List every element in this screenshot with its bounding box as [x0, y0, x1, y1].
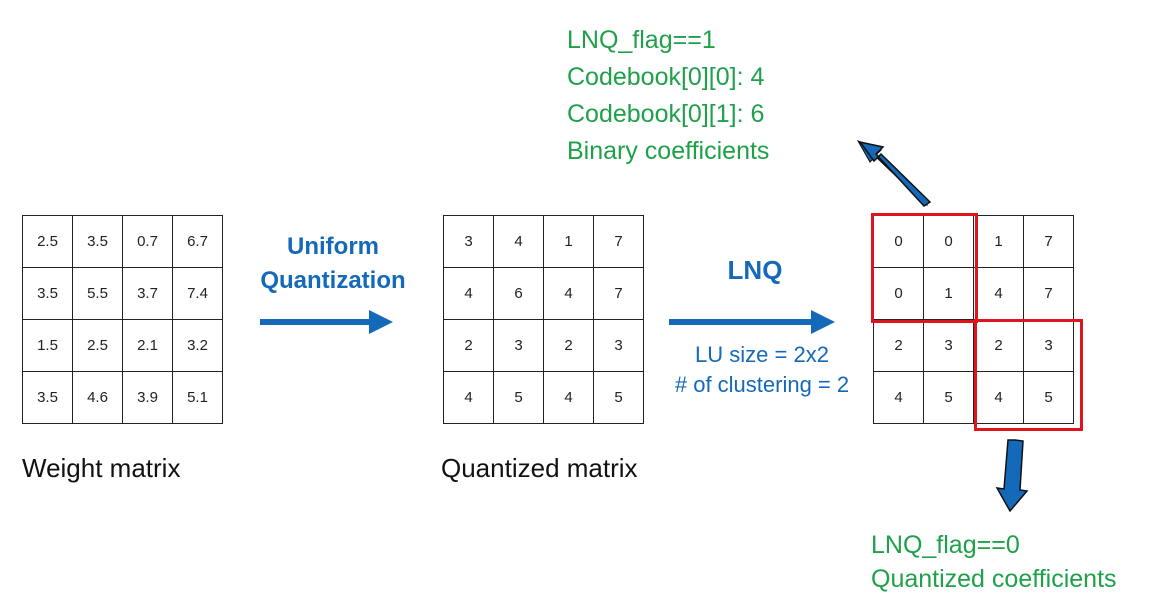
matrix-cell: 2 [873, 319, 924, 372]
lu-block-bottom-right [974, 319, 1083, 431]
bottom-annotation-line: Quantized coefficients [871, 565, 1117, 593]
quantized-matrix-caption: Quantized matrix [441, 453, 638, 483]
top-annotation-line: Codebook[0][0]: 4 [567, 63, 765, 91]
weight-matrix-caption: Weight matrix [22, 453, 181, 483]
matrix-cell: 3.9 [122, 371, 173, 424]
lu-size-text: LU size = 2x2 [695, 342, 829, 367]
top-annotation-line: Codebook[0][1]: 6 [567, 100, 765, 128]
matrix-cell: 3.5 [72, 215, 123, 268]
matrix-cell: 1 [973, 215, 1024, 268]
top-annotation-line: Binary coefficients [567, 137, 770, 165]
matrix-cell: 4 [873, 371, 924, 424]
matrix-cell: 7 [1023, 215, 1074, 268]
matrix-cell: 1.5 [22, 319, 73, 372]
matrix-cell: 5 [593, 371, 644, 424]
uniform-quantization-line2: Quantization [260, 267, 406, 294]
matrix-cell: 3.7 [122, 267, 173, 320]
top-annotation-arrow [856, 140, 932, 207]
top-annotation: LNQ_flag==1 Codebook[0][0]: 4 Codebook[0… [567, 22, 769, 170]
lnq-detail: LU size = 2x2 # of clustering = 2 [652, 340, 872, 400]
matrix-cell: 3 [443, 215, 494, 268]
bottom-annotation: LNQ_flag==0 Quantized coefficients [871, 528, 1117, 596]
top-annotation-line: LNQ_flag==1 [567, 26, 716, 54]
matrix-cell: 5.1 [172, 371, 223, 424]
matrix-cell: 3.2 [172, 319, 223, 372]
matrix-cell: 5 [493, 371, 544, 424]
matrix-cell: 7 [1023, 267, 1074, 320]
clustering-text: # of clustering = 2 [674, 372, 850, 397]
matrix-cell: 0 [873, 267, 924, 320]
matrix-cell: 5 [1023, 371, 1074, 424]
matrix-cell: 4 [493, 215, 544, 268]
uniform-quantization-line1: Uniform [287, 233, 379, 260]
matrix-cell: 6.7 [172, 215, 223, 268]
bottom-annotation-arrow [995, 439, 1029, 513]
bottom-annotation-line: LNQ_flag==0 [871, 531, 1020, 559]
matrix-cell: 2.5 [72, 319, 123, 372]
lnq-label: LNQ [727, 255, 783, 285]
matrix-cell: 7 [593, 215, 644, 268]
matrix-cell: 7.4 [172, 267, 223, 320]
uniform-quantization-label: Uniform Quantization [243, 230, 423, 298]
matrix-cell: 4.6 [72, 371, 123, 424]
matrix-cell: 4 [443, 267, 494, 320]
lu-block-top-left [871, 213, 978, 323]
matrix-cell: 5 [923, 371, 974, 424]
matrix-cell: 4 [973, 371, 1024, 424]
matrix-cell: 2.5 [22, 215, 73, 268]
matrix-cell: 2 [973, 319, 1024, 372]
matrix-cell: 3 [593, 319, 644, 372]
